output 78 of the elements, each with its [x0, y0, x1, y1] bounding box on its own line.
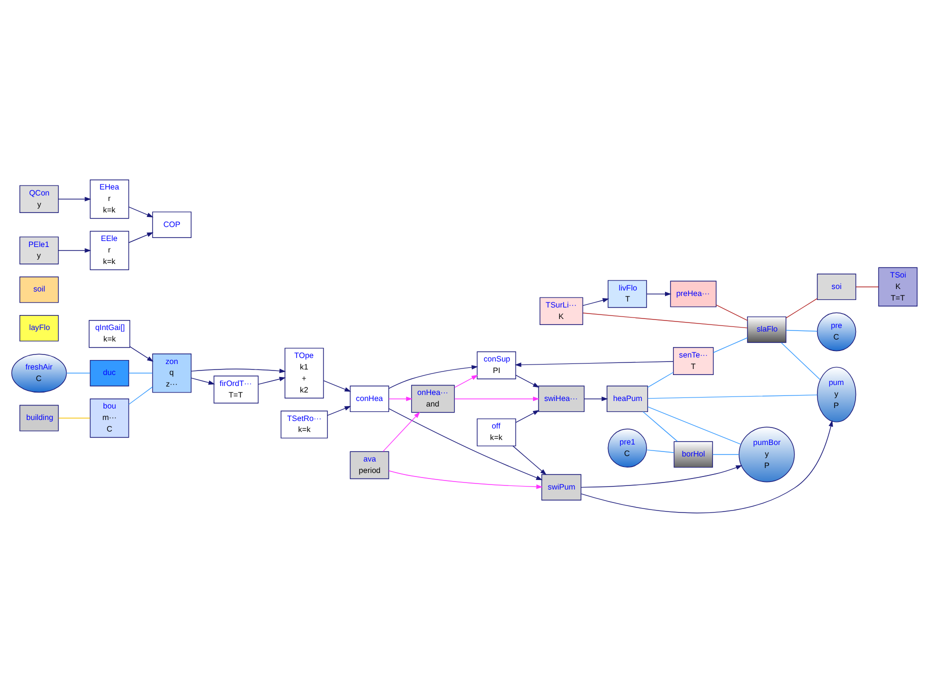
node-box: QCon y — [19, 185, 59, 214]
node-box: preHea··· — [670, 280, 717, 308]
node-box: off k=k — [476, 418, 516, 446]
connector — [128, 386, 153, 405]
node-box: heaPum — [606, 386, 648, 412]
node-circle: pre C — [816, 312, 856, 352]
node-box: COP — [152, 212, 192, 238]
node-box: TOpe k1 + k2 — [284, 348, 324, 398]
node-box: TSetRo··· k=k — [280, 410, 328, 438]
connector — [786, 298, 818, 318]
node-box: bou m··· C — [90, 398, 130, 438]
node-box: zon q z··· — [152, 354, 192, 393]
node-box: livFlo T — [608, 280, 647, 308]
arrow — [327, 406, 352, 416]
node-box: building — [19, 404, 59, 432]
arrow — [128, 206, 154, 218]
node-box: conHea — [350, 386, 390, 412]
connector — [716, 304, 748, 321]
node-box: TSoi K T=T — [878, 267, 918, 306]
arrow — [580, 420, 834, 514]
arrow — [388, 396, 413, 402]
arrow — [258, 376, 286, 385]
arrow — [454, 396, 540, 402]
node-box: swiPum — [541, 474, 582, 500]
connector — [647, 394, 818, 399]
arrow — [584, 396, 608, 402]
node-box: slaFlo — [747, 316, 786, 343]
arrow — [128, 232, 154, 243]
arrow — [190, 368, 286, 374]
node-box: ava period — [350, 451, 390, 480]
node-circle: pre1 C — [608, 428, 647, 468]
node-box: senTe··· T — [673, 347, 714, 375]
node-box: onHea··· and — [411, 384, 455, 413]
node-box: EHea r k=k — [90, 180, 130, 219]
arrow — [388, 470, 543, 489]
arrow — [323, 380, 352, 392]
node-box: firOrdT··· T=T — [214, 376, 259, 404]
connector — [66, 372, 90, 374]
arrow — [516, 374, 540, 388]
arrow — [516, 410, 540, 423]
arrow — [58, 196, 92, 202]
node-box: qIntGai[] k=k — [88, 320, 130, 348]
node-ellipse: pum y P — [816, 366, 856, 422]
node-box: duc — [90, 360, 130, 386]
arrow — [129, 346, 154, 362]
node-box: layFlo — [19, 315, 59, 342]
node-box: EEle r k=k — [90, 230, 130, 270]
connector — [128, 372, 153, 374]
arrow — [454, 374, 478, 388]
node-box: borHol — [674, 441, 713, 468]
arrow — [646, 292, 672, 296]
connector — [647, 372, 674, 388]
node-box: conSup PI — [476, 351, 516, 380]
connector — [856, 286, 879, 288]
node-circle: pumBor y P — [738, 426, 795, 482]
node-ellipse: freshAir C — [11, 354, 67, 393]
node-box: soi — [816, 274, 856, 300]
node-box: swiHea··· — [538, 386, 585, 412]
connector — [647, 406, 742, 445]
connector — [786, 330, 818, 332]
arrow — [388, 365, 478, 389]
node-box: soil — [19, 276, 59, 303]
arrow — [514, 361, 674, 368]
connector — [712, 454, 740, 455]
arrow — [580, 465, 742, 488]
arrow — [512, 446, 547, 476]
connector — [712, 337, 748, 353]
node-box: TSurLi··· K — [540, 297, 584, 326]
node-box: PEle1 y — [19, 236, 59, 264]
arrow — [582, 298, 610, 306]
arrow — [191, 378, 215, 385]
arrow — [382, 412, 420, 452]
connector — [780, 342, 820, 380]
arrow — [58, 248, 92, 253]
connector — [646, 450, 674, 453]
connector — [642, 411, 678, 442]
connector — [582, 312, 748, 328]
arrow — [388, 408, 543, 480]
